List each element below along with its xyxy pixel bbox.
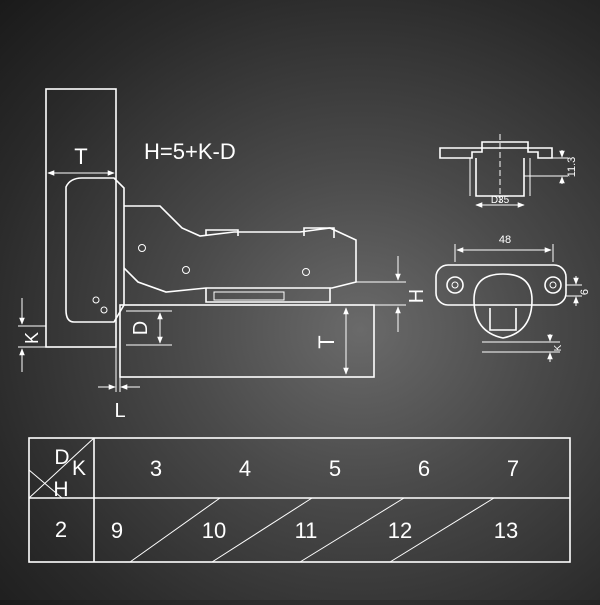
dim-113-label: 11.3 — [566, 157, 578, 178]
dim-Ksmall-label: K — [553, 344, 564, 351]
arm-tab-a — [205, 229, 239, 236]
rivet-5 — [100, 306, 108, 314]
arm-slot — [489, 308, 517, 331]
arm-tab-b — [303, 227, 335, 238]
dim-48-label: 48 — [499, 234, 511, 246]
hinge-arm — [123, 205, 357, 293]
hinge-cup — [65, 177, 125, 323]
formula-text: H=5+K-D — [144, 139, 236, 164]
dim-L-label: L — [114, 400, 125, 422]
dim-6-label: 6 — [579, 289, 591, 295]
dim-D-label: D — [130, 321, 152, 335]
dim-T-top-label: T — [74, 144, 87, 169]
cup-section-view: D35 11.3 — [439, 134, 578, 208]
cup-top-view: 48 6 K — [435, 234, 591, 362]
hole-right — [544, 276, 562, 294]
h-diagonal-1 — [129, 497, 221, 563]
mounting-plate — [205, 288, 331, 303]
rivet-3 — [302, 268, 310, 276]
h-diagonal-2 — [211, 497, 313, 563]
dim-D35-label: D35 — [491, 195, 510, 206]
side-view: T H=5+K-D K D T L H — [18, 88, 428, 422]
cup-plate-outline — [435, 264, 567, 306]
corner-label-d: D — [54, 446, 69, 469]
dim-T-plate-label: T — [314, 335, 339, 348]
cup-body — [475, 158, 525, 197]
k-value-3: 5 — [329, 456, 341, 481]
corner-label-h: H — [53, 478, 68, 501]
door-panel — [45, 88, 117, 348]
hole-right-inner — [549, 281, 557, 289]
hole-left — [446, 276, 464, 294]
table-border — [28, 437, 571, 563]
k-value-2: 4 — [239, 456, 251, 481]
cup-circle — [473, 273, 533, 339]
h-value-4: 12 — [388, 518, 412, 543]
rivet-4 — [92, 296, 100, 304]
k-value-4: 6 — [418, 456, 430, 481]
corner-diagonal-1 — [28, 437, 95, 499]
h-value-5: 13 — [494, 518, 518, 543]
rivet-1 — [138, 244, 146, 252]
k-value-1: 3 — [150, 456, 162, 481]
dim-H-label: H — [406, 289, 428, 303]
h-diagonal-4 — [389, 497, 495, 563]
cup-flange — [439, 141, 553, 159]
corner-diagonal-2 — [28, 469, 63, 499]
rivet-2 — [182, 266, 190, 274]
dim-K-label: K — [22, 332, 42, 344]
dimension-table: D K H 3 4 5 6 7 2 9 10 11 12 13 — [28, 437, 571, 563]
h-diagonal-3 — [299, 497, 405, 563]
hole-left-inner — [451, 281, 459, 289]
h-value-1: 9 — [111, 518, 123, 543]
h-value-2: 10 — [202, 518, 226, 543]
corner-label-k: K — [72, 457, 86, 480]
cabinet-side — [119, 304, 375, 378]
plate-slot — [213, 291, 285, 301]
k-value-5: 7 — [507, 456, 519, 481]
d-value: 2 — [55, 517, 67, 542]
h-value-3: 11 — [295, 518, 318, 543]
